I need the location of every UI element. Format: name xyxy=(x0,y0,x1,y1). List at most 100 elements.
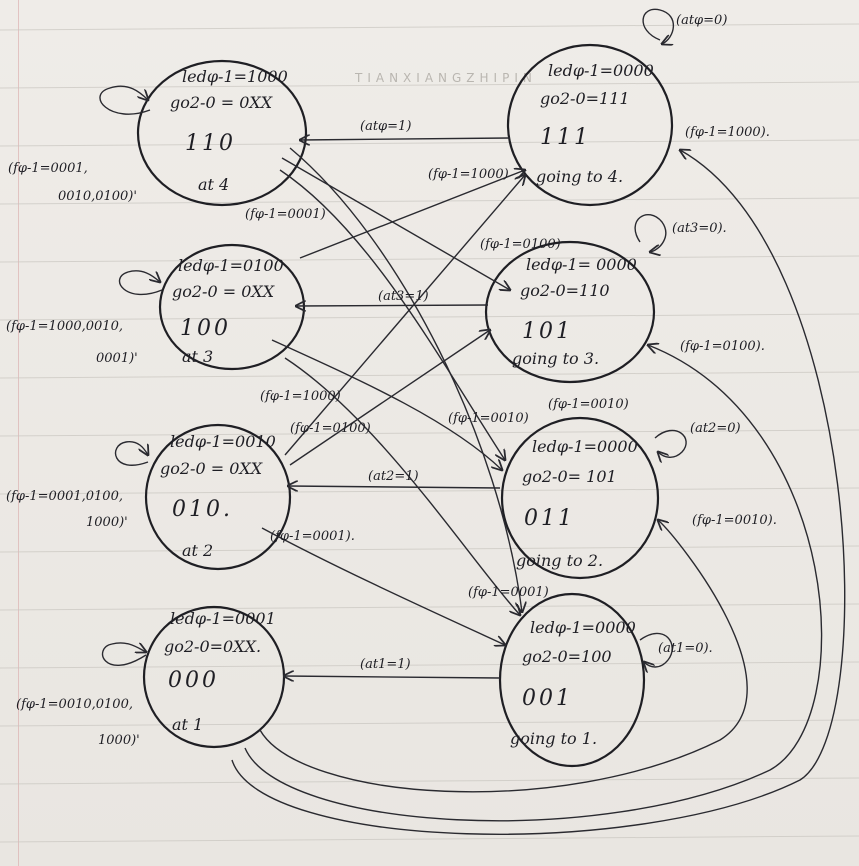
label-self-at-4-b: 0010,0100)' xyxy=(58,189,137,204)
edge-at-1-to-going-to-2 xyxy=(259,520,748,793)
state-at-3-go: go2-0 = 0XX xyxy=(172,282,275,301)
state-at-2-code: 010. xyxy=(172,497,233,522)
label-self-going-to-3: (at3=0). xyxy=(672,221,727,236)
state-at-2-led: ledφ-1=0010 xyxy=(170,432,276,451)
label-at-2-to-going-to-3: (fφ-1=0100) xyxy=(290,421,371,436)
state-at-4-led: ledφ-1=1000 xyxy=(182,67,288,86)
label-self-at-3-b: 0001)' xyxy=(96,351,138,366)
state-going-to-2-led: ledφ-1=0000 xyxy=(532,437,638,456)
state-going-to-2-name: going to 2. xyxy=(516,551,603,570)
margin-line xyxy=(18,0,19,866)
self-loop-going-to-1 xyxy=(639,632,673,667)
state-going-to-3-name: going to 3. xyxy=(512,349,599,368)
state-at-4: ledφ-1=1000 go2-0 = 0XX 110 at 4 xyxy=(136,59,308,207)
watermark-text: TIANXIANGZHIPIN xyxy=(354,71,537,85)
state-at-3-led: ledφ-1=0100 xyxy=(178,256,284,275)
self-loop-at-3 xyxy=(118,270,162,296)
label-self-at-2-b: 1000)' xyxy=(86,515,128,530)
state-at-4-name: at 4 xyxy=(198,175,229,194)
label-to-going-to-4: (fφ-1=1000). xyxy=(685,125,770,140)
label-at-3-to-going-to-4: (fφ-1=1000) xyxy=(428,167,509,182)
label-self-going-to-4: (atφ=0) xyxy=(676,13,727,28)
label-self-at-1-b: 1000)' xyxy=(98,733,140,748)
label-at-3-to-going-to-1: (fφ-1=0001) xyxy=(468,585,549,600)
label-going-to-4-to-at-4: (atφ=1) xyxy=(360,119,411,134)
label-going-to-2-to-at-2: (at2=1) xyxy=(368,469,419,484)
label-at-3-to-going-to-2: (fφ-1=0010) xyxy=(448,411,529,426)
label-at-4-to-going-to-1: (fφ-1=0001) xyxy=(245,207,326,222)
state-going-to-3-led: ledφ-1= 0000 xyxy=(526,255,637,274)
self-loop-at-4 xyxy=(99,85,151,115)
state-at-4-go: go2-0 = 0XX xyxy=(170,93,273,112)
self-loop-going-to-2 xyxy=(654,429,687,457)
state-going-to-4-code: 111 xyxy=(540,125,591,150)
state-at-2-circle xyxy=(144,423,292,571)
state-at-1-led: ledφ-1=0001 xyxy=(170,609,276,628)
label-at-2-to-going-to-1: (fφ-1=0001). xyxy=(270,529,355,544)
state-going-to-1-circle xyxy=(498,592,646,768)
state-at-2-go: go2-0 = 0XX xyxy=(160,459,263,478)
state-at-2: ledφ-1=0010 go2-0 = 0XX 010. at 2 xyxy=(144,423,292,571)
state-going-to-1-go: go2-0=100 xyxy=(522,647,612,666)
edge-at-1-to-going-to-4 xyxy=(231,150,846,835)
edge-at-3-to-going-to-1 xyxy=(284,357,520,615)
state-going-to-3-circle xyxy=(484,240,656,384)
edge-going-to-2-to-at-2 xyxy=(288,486,501,488)
state-going-to-2-circle xyxy=(500,416,660,580)
state-going-to-3-code: 101 xyxy=(522,319,573,344)
state-going-to-4-circle xyxy=(506,43,674,207)
label-self-going-to-2: (at2=0) xyxy=(690,421,741,436)
label-self-at-1-a: (fφ-1=0010,0100, xyxy=(16,697,133,712)
label-at-4-to-going-to-2: (fφ-1=0010) xyxy=(548,397,629,412)
state-going-to-1-name: going to 1. xyxy=(510,729,597,748)
state-going-to-1-led: ledφ-1=0000 xyxy=(530,618,636,637)
state-going-to-1: ledφ-1=0000 go2-0=100 001 going to 1. xyxy=(498,592,646,768)
label-self-at-2-a: (fφ-1=0001,0100, xyxy=(6,489,123,504)
edge-going-to-1-to-at-1 xyxy=(284,676,501,678)
state-going-to-3: ledφ-1= 0000 go2-0=110 101 going to 3. xyxy=(484,240,656,384)
state-going-to-4-go: go2-0=111 xyxy=(540,89,630,108)
state-going-to-4-led: ledφ-1=0000 xyxy=(548,61,654,80)
label-self-going-to-1: (at1=0). xyxy=(658,641,713,656)
self-loop-at-1 xyxy=(102,642,146,667)
edge-at-3-to-going-to-2 xyxy=(271,339,502,470)
state-at-4-circle xyxy=(136,59,308,207)
edge-at-4-to-going-to-3 xyxy=(281,157,510,290)
self-loop-going-to-4 xyxy=(642,8,675,44)
state-going-to-1-code: 001 xyxy=(522,686,573,711)
state-going-to-2-go: go2-0= 101 xyxy=(522,467,617,486)
label-self-at-3-a: (fφ-1=1000,0010, xyxy=(6,319,123,334)
edge-at-2-to-going-to-4 xyxy=(284,175,525,456)
notebook-rules xyxy=(0,23,859,843)
label-going-to-3-to-at-3: (at3=1) xyxy=(378,289,429,304)
label-at-2-to-going-to-4: (fφ-1=1000) xyxy=(260,389,341,404)
label-at-4-to-going-to-3: (fφ-1=0100) xyxy=(480,237,561,252)
edge-at-4-to-going-to-1 xyxy=(289,147,522,612)
edge-at-4-to-going-to-2 xyxy=(279,169,505,460)
label-to-going-to-2: (fφ-1=0010). xyxy=(692,513,777,528)
state-going-to-2-code: 011 xyxy=(524,506,575,531)
edge-at-2-to-going-to-1 xyxy=(261,527,505,645)
edge-going-to-4-to-at-4 xyxy=(300,138,511,140)
state-at-1-code: 000 xyxy=(168,668,219,693)
edge-at-3-to-going-to-4 xyxy=(299,170,525,259)
state-going-to-2: ledφ-1=0000 go2-0= 101 011 going to 2. xyxy=(500,416,660,580)
edge-going-to-3-to-at-3 xyxy=(296,305,489,306)
state-at-3-code: 100 xyxy=(180,316,231,341)
state-at-3: ledφ-1=0100 go2-0 = 0XX 100 at 3 xyxy=(158,243,306,371)
label-self-at-4-a: (fφ-1=0001, xyxy=(8,161,88,176)
label-to-going-to-3: (fφ-1=0100). xyxy=(680,339,765,354)
state-at-4-code: 110 xyxy=(185,131,236,156)
state-at-3-name: at 3 xyxy=(182,347,213,366)
self-loop-at-2 xyxy=(114,440,148,466)
state-at-1-name: at 1 xyxy=(172,715,203,734)
state-at-2-name: at 2 xyxy=(182,541,213,560)
self-loop-going-to-3 xyxy=(634,214,667,252)
edge-at-1-to-going-to-3 xyxy=(244,345,823,822)
state-at-1-go: go2-0=0XX. xyxy=(164,637,261,656)
edge-at-2-to-going-to-3 xyxy=(289,330,490,466)
state-going-to-3-go: go2-0=110 xyxy=(520,281,610,300)
state-at-1: ledφ-1=0001 go2-0=0XX. 000 at 1 xyxy=(142,605,286,749)
